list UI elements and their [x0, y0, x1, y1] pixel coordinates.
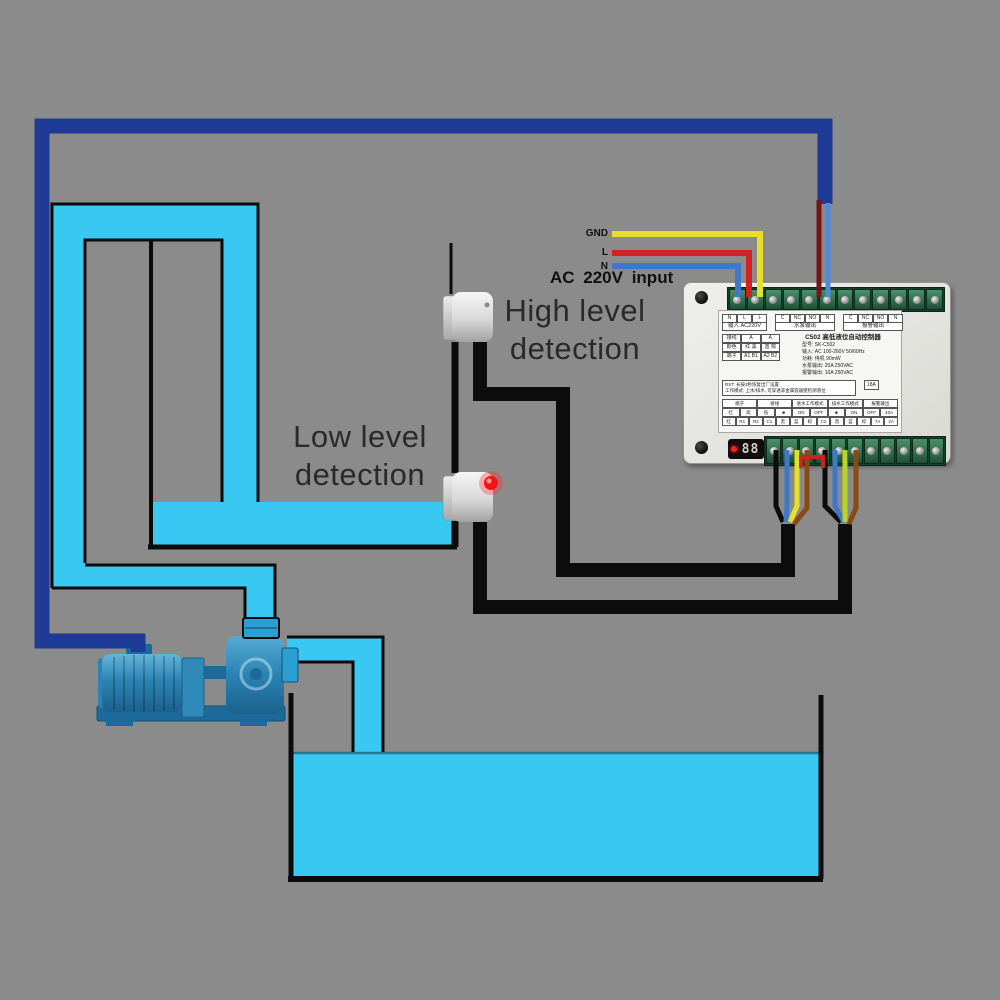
- volute-ring: [239, 657, 273, 691]
- terminal: [908, 289, 926, 310]
- terminal: [890, 289, 908, 310]
- led-glow: [479, 471, 503, 495]
- sensor-led-on: [484, 476, 498, 490]
- motor-body: [102, 654, 182, 712]
- terminal: [896, 438, 912, 464]
- pump-foot: [106, 719, 133, 726]
- gnd-label: GND: [585, 228, 608, 239]
- terminal: [782, 289, 800, 310]
- seven-segment-display: 88: [728, 439, 764, 459]
- terminal: [926, 289, 944, 310]
- suction-pipe: [287, 635, 392, 858]
- low-sensor-cable: [473, 522, 852, 614]
- top-terminal-strip: [727, 287, 945, 312]
- terminal: [863, 438, 879, 464]
- pump-base: [96, 705, 286, 722]
- terminal: [831, 438, 847, 464]
- bottom-terminal-strip: [764, 436, 946, 466]
- terminal: [912, 438, 928, 464]
- pump-foot: [240, 719, 267, 726]
- upper-tank-water: [152, 502, 452, 546]
- terminal: [854, 289, 872, 310]
- lower-tank: [288, 693, 824, 882]
- water-pump: [96, 617, 299, 726]
- motor-terminal-box: [126, 644, 152, 658]
- terminal: [746, 289, 764, 310]
- terminal: [836, 289, 854, 310]
- terminal: [798, 438, 814, 464]
- display-digits: 88: [741, 441, 760, 457]
- delivery-pipe: [50, 202, 277, 622]
- pump-shaft: [204, 666, 228, 679]
- terminal: [872, 289, 890, 310]
- terminal: [928, 438, 944, 464]
- suction-flange: [281, 647, 299, 683]
- rating-badge: 18A: [864, 380, 879, 390]
- terminal: [814, 438, 831, 464]
- volute-hub: [250, 668, 262, 680]
- motor-end-cap: [98, 658, 108, 708]
- terminal: [800, 289, 818, 310]
- lower-tank-water: [293, 752, 820, 877]
- low-level-caption: Low level detection: [293, 419, 427, 492]
- led-highlight: [486, 478, 492, 484]
- notes-box: RST: 长按3秒恢复出厂设置 工作模式: 上水/排水, 可穿透非金属容器壁检测…: [722, 380, 856, 396]
- live-label: L: [601, 247, 608, 258]
- ac-input-label: AC 220V input: [550, 268, 674, 287]
- terminal: [766, 438, 782, 464]
- terminal: [879, 438, 896, 464]
- terminal: [847, 438, 863, 464]
- pump-volute: [226, 636, 284, 714]
- upper-tank: [148, 240, 459, 550]
- high-level-caption: High level detection: [504, 293, 646, 366]
- spec-text: C502 高低液位自动控制器 型号: SK-C502 输入: AC 100-26…: [802, 334, 881, 376]
- board-corner-screw: [695, 291, 708, 304]
- motor-fins: [113, 655, 175, 711]
- terminal: [729, 289, 746, 310]
- terminal: [782, 438, 798, 464]
- terminal: [764, 289, 782, 310]
- discharge-flange: [242, 617, 280, 639]
- board-corner-screw: [695, 441, 708, 454]
- terminal: [818, 289, 836, 310]
- bearing-bracket: [181, 657, 205, 718]
